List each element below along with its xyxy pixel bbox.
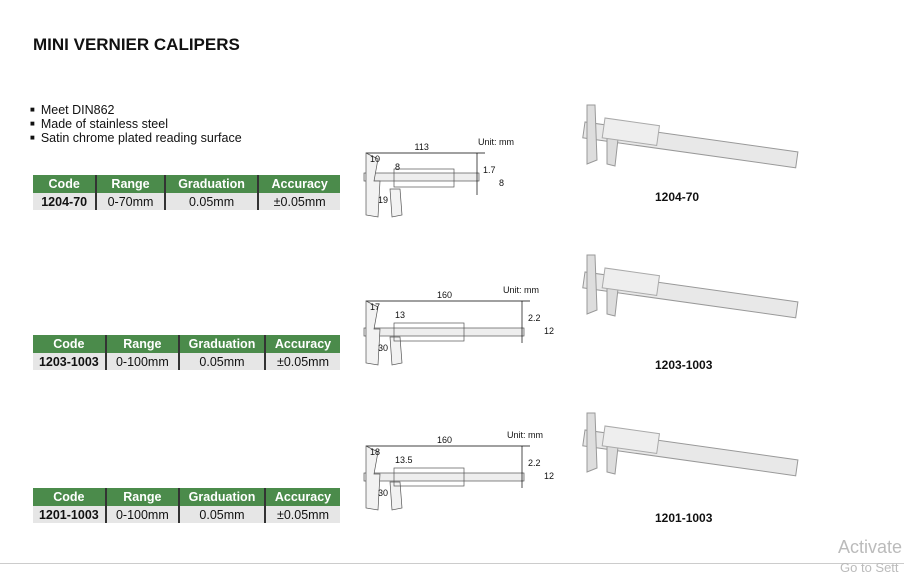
unit-label: Unit: mm bbox=[503, 285, 539, 295]
length-dimension: 113 bbox=[414, 142, 429, 152]
header-cell: Accuracy bbox=[258, 175, 340, 193]
code-cell: 1204-70 bbox=[33, 193, 98, 210]
header-cell: Code bbox=[33, 175, 98, 193]
length-dimension: 160 bbox=[437, 435, 453, 445]
product-caption: 1201-1003 bbox=[655, 511, 713, 525]
header-cell: Range bbox=[105, 335, 181, 353]
header-cell: Accuracy bbox=[265, 488, 340, 506]
watermark-line1: Activate bbox=[838, 537, 903, 557]
range-cell: 0-100mm bbox=[105, 506, 181, 523]
dimension-drawing bbox=[363, 300, 530, 366]
dimension-label: 13 bbox=[395, 310, 406, 320]
header-cell: Range bbox=[105, 488, 181, 506]
length-dimension: 160 bbox=[437, 290, 453, 300]
header-cell: Range bbox=[96, 175, 166, 193]
page-title: MINI VERNIER CALIPERS bbox=[33, 35, 240, 54]
header-cell: Accuracy bbox=[265, 335, 340, 353]
graduation-cell: 0.05mm bbox=[164, 193, 260, 210]
table-row: 1204-70 0-70mm 0.05mm ±0.05mm bbox=[33, 193, 340, 210]
product-caption: 1203-1003 bbox=[655, 358, 713, 372]
dimension-label: 12 bbox=[544, 326, 555, 336]
table-row: 1201-1003 0-100mm 0.05mm ±0.05mm bbox=[33, 506, 340, 523]
dimension-label: 2.2 bbox=[528, 313, 541, 323]
dimension-label: 18 bbox=[370, 447, 381, 457]
feature-item: Made of stainless steel bbox=[30, 117, 242, 131]
product-caption: 1204-70 bbox=[655, 190, 700, 204]
caliper-photo bbox=[582, 412, 799, 477]
feature-list: Meet DIN862 Made of stainless steel Sati… bbox=[30, 103, 242, 145]
dimension-label: 8 bbox=[499, 178, 505, 188]
dimension-label: 30 bbox=[378, 488, 389, 498]
code-cell: 1201-1003 bbox=[33, 506, 107, 523]
dimension-drawing bbox=[363, 445, 530, 511]
dimension-label: 8 bbox=[395, 162, 401, 172]
accuracy-cell: ±0.05mm bbox=[265, 506, 340, 523]
header-cell: Code bbox=[33, 335, 107, 353]
dimension-label: 19 bbox=[378, 195, 389, 205]
dimension-drawing bbox=[363, 152, 485, 218]
dimension-label: 1.7 bbox=[483, 165, 496, 175]
header-cell: Graduation bbox=[164, 175, 260, 193]
accuracy-cell: ±0.05mm bbox=[265, 353, 340, 370]
table-row: 1203-1003 0-100mm 0.05mm ±0.05mm bbox=[33, 353, 340, 370]
header-cell: Code bbox=[33, 488, 107, 506]
dimension-label: 10 bbox=[370, 154, 381, 164]
dimension-label: 17 bbox=[370, 302, 381, 312]
dimension-label: 30 bbox=[378, 343, 389, 353]
header-cell: Graduation bbox=[179, 335, 266, 353]
range-cell: 0-70mm bbox=[96, 193, 166, 210]
dimension-label: 2.2 bbox=[528, 458, 541, 468]
watermark-line2: Go to Sett bbox=[840, 560, 899, 575]
graduation-cell: 0.05mm bbox=[179, 353, 266, 370]
dimension-label: 13.5 bbox=[395, 455, 413, 465]
unit-label: Unit: mm bbox=[507, 430, 543, 440]
caliper-photo bbox=[582, 254, 799, 319]
accuracy-cell: ±0.05mm bbox=[258, 193, 340, 210]
unit-label: Unit: mm bbox=[478, 137, 514, 147]
feature-item: Satin chrome plated reading surface bbox=[30, 131, 242, 145]
dimension-label: 12 bbox=[544, 471, 555, 481]
range-cell: 0-100mm bbox=[105, 353, 181, 370]
code-cell: 1203-1003 bbox=[33, 353, 107, 370]
header-cell: Graduation bbox=[179, 488, 266, 506]
divider bbox=[0, 563, 904, 564]
caliper-photo bbox=[582, 104, 799, 169]
feature-item: Meet DIN862 bbox=[30, 103, 242, 117]
graduation-cell: 0.05mm bbox=[179, 506, 266, 523]
